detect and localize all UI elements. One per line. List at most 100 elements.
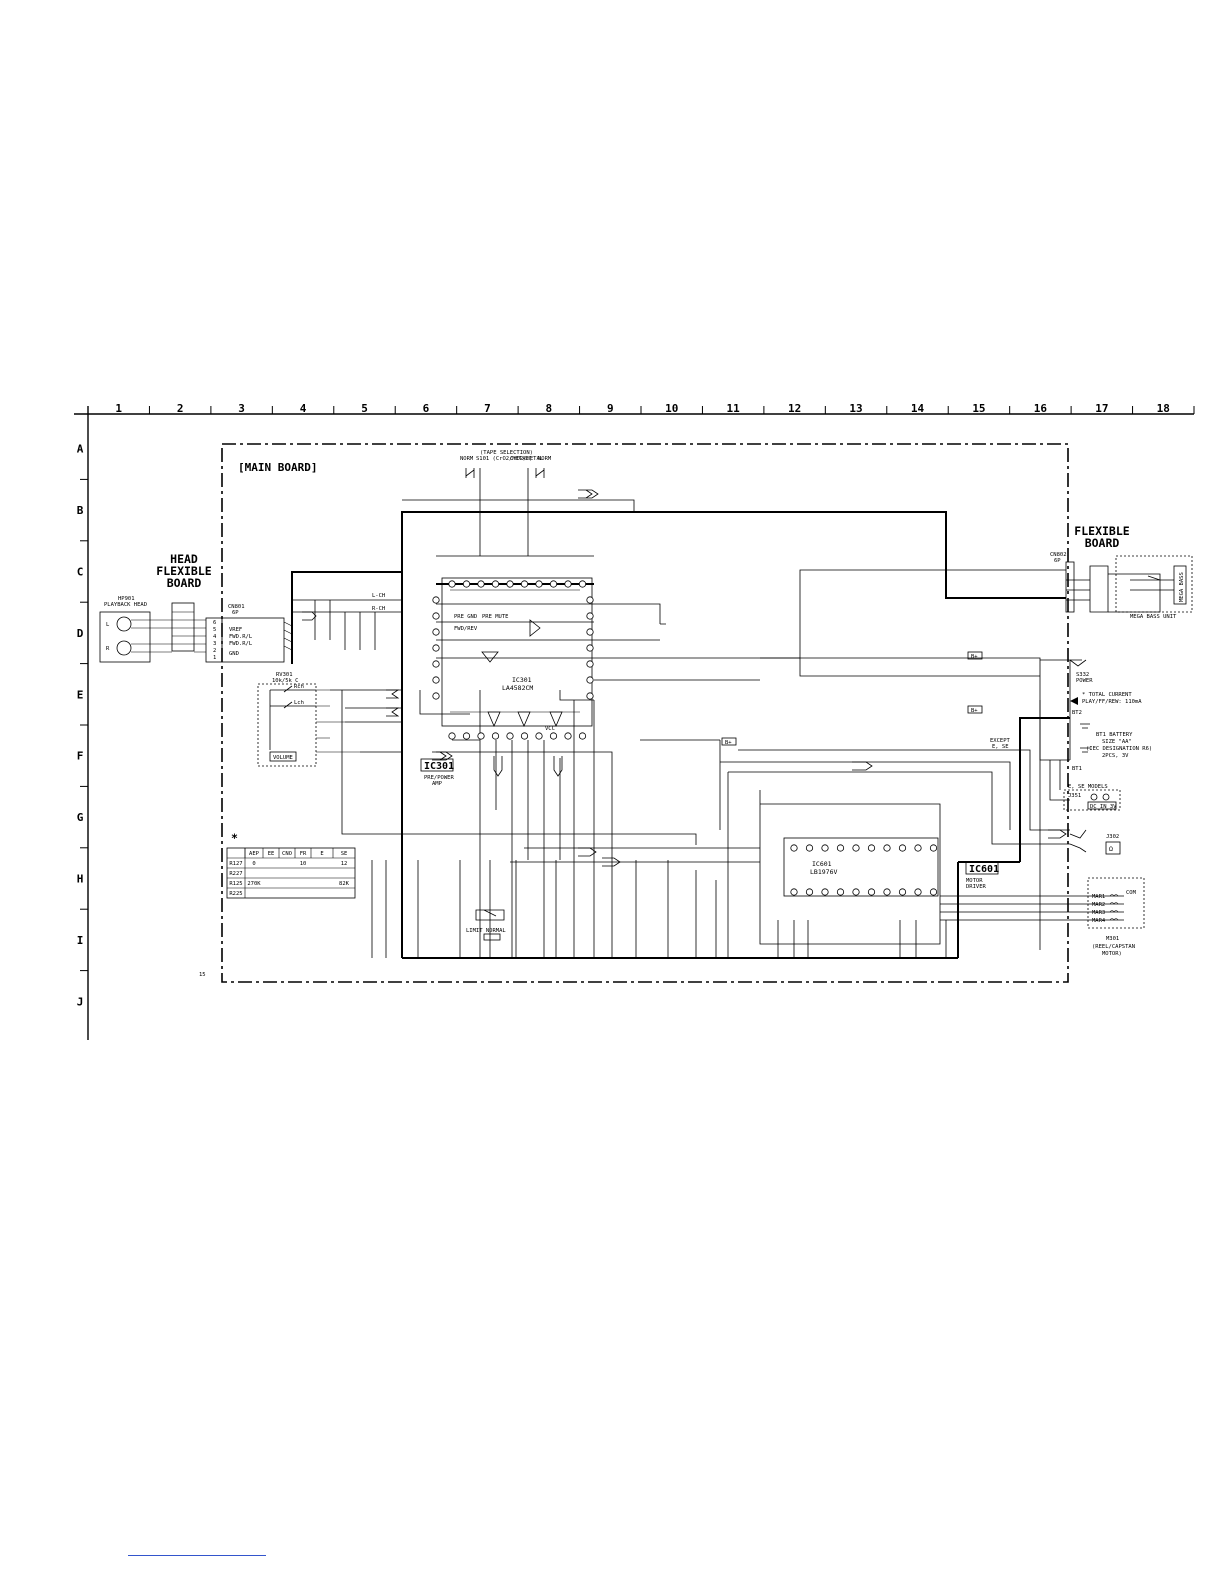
- ic-pin: [432, 692, 440, 700]
- ic-pin: [549, 732, 558, 740]
- motor-coil: [1109, 910, 1119, 913]
- m301-ref: M301: [1106, 936, 1119, 942]
- row-label-C: C: [77, 566, 84, 579]
- ic-pin: [790, 844, 798, 852]
- j302-label: J302: [1106, 834, 1119, 840]
- ic301-part-ref: IC301: [512, 676, 532, 684]
- e-se-models-label: E, SE MODELS: [1068, 784, 1108, 790]
- ic-pin: [586, 660, 594, 668]
- m301-desc-2: MOTOR): [1102, 951, 1122, 957]
- table-cell: 270K: [247, 881, 261, 887]
- battery-2: SIZE "AA": [1102, 739, 1132, 745]
- hp901-ref: HP901: [118, 596, 135, 602]
- table-star: *: [231, 831, 238, 845]
- row-label-E: E: [77, 688, 84, 701]
- row-label-J: J: [77, 995, 84, 1008]
- ic301-tag-vcc: VCC: [545, 726, 555, 732]
- column-label-14: 14: [911, 402, 925, 415]
- ic-pin: [520, 732, 529, 740]
- column-label-17: 17: [1095, 402, 1108, 415]
- l-ch-label: L-CH: [372, 593, 385, 599]
- b-plus-label-3: B+: [725, 740, 732, 746]
- s332-ref: S332: [1076, 672, 1089, 678]
- ic-pin: [432, 660, 440, 668]
- motor-pin-label: MAR3: [1092, 910, 1105, 916]
- table-cell: 10: [300, 861, 307, 867]
- column-label-8: 8: [546, 402, 553, 415]
- thin-wires: [292, 499, 1161, 958]
- table-cell: 12: [341, 861, 348, 867]
- head-flex-line-1: HEAD: [170, 552, 198, 566]
- bt1-label: BT1: [1072, 766, 1082, 772]
- row-label-D: D: [77, 627, 84, 640]
- ic301-tag-pregnd: PRE GND: [454, 614, 477, 620]
- ic-pin: [852, 844, 860, 852]
- ic301-tag-fwdrev: FWD/REV: [454, 626, 478, 632]
- ic-pin: [432, 676, 440, 684]
- table-header-cell: EE: [268, 851, 275, 857]
- cn801-pin-4: 4: [213, 634, 217, 640]
- ic-pin: [477, 580, 485, 588]
- mega-bass-unit-label: MEGA BASS UNIT: [1130, 614, 1177, 620]
- limit-normal-switch[interactable]: LIMIT NORMAL: [466, 909, 506, 941]
- battery-1: BT1 BATTERY: [1096, 732, 1133, 738]
- table-cell: R225: [229, 891, 242, 897]
- ic-pin: [929, 844, 938, 852]
- row-label-H: H: [77, 873, 84, 886]
- tape-selection-switch[interactable]: (TAPE SELECTION) NORM S101 (CrO2/METAL) …: [460, 450, 552, 556]
- motor-pin-label: MAR2: [1092, 902, 1105, 908]
- ic601-desc-2: DRIVER: [966, 884, 987, 890]
- ic301-label: IC301: [424, 761, 454, 772]
- column-label-18: 18: [1157, 402, 1170, 415]
- table-cell: 82K: [339, 881, 350, 887]
- rv301-rch: Rch: [294, 684, 304, 690]
- column-label-13: 13: [849, 402, 862, 415]
- table-cell: R127: [229, 861, 242, 867]
- cn801-net-vref: VREF: [229, 627, 242, 633]
- column-label-12: 12: [788, 402, 801, 415]
- main-board-title: [MAIN BOARD]: [238, 461, 317, 474]
- ic-pin: [477, 732, 485, 740]
- ic-pin: [520, 580, 529, 588]
- except-label-2: E, SE: [992, 744, 1009, 750]
- volume-rv301[interactable]: RV301 10k/5k C Rch Lch VOLUME: [257, 672, 360, 767]
- cn801-net-gnd: GND: [229, 651, 239, 657]
- rv301-value: 10k/5k C: [272, 678, 299, 684]
- r-ch-label: R-CH: [372, 606, 385, 612]
- ic-pin: [578, 580, 587, 588]
- dc-in-label: DC IN 3V: [1090, 804, 1117, 810]
- cn802-pins: 6P: [1054, 558, 1061, 564]
- limit-normal-label: LIMIT NORMAL: [466, 928, 506, 934]
- table-header-cell: SE: [341, 851, 348, 857]
- cn801-pin-5: 5: [213, 627, 216, 633]
- playback-head: HP901 PLAYBACK HEAD L R: [99, 596, 172, 663]
- ic-pin: [506, 732, 514, 740]
- ic-pin: [432, 596, 440, 604]
- power-section: B+ B+ B+ S332 POWER * TOTAL CURRENT PLAY…: [721, 651, 1152, 855]
- head-r-label: R: [106, 646, 110, 652]
- row-label-G: G: [77, 811, 84, 824]
- m301-desc-1: (REEL/CAPSTAN: [1092, 944, 1135, 950]
- ic-pin: [586, 596, 594, 604]
- tape-selection-norm-left: NORM: [460, 456, 474, 462]
- ic-pin: [821, 844, 829, 852]
- ic-pin: [549, 580, 558, 588]
- row-label-B: B: [77, 504, 84, 517]
- ic-pin: [883, 888, 891, 896]
- ic-pin: [564, 580, 572, 588]
- cn801-pin-3: 3: [213, 641, 216, 647]
- ic301-desc-2: AMP: [432, 781, 443, 787]
- ic-pin: [535, 580, 543, 588]
- ic301-block: IC301 LA4582CM PRE GND PRE MUTE FWD/REV …: [432, 577, 594, 740]
- ic-pin: [432, 644, 440, 652]
- ic-pin: [564, 732, 572, 740]
- ic-pin: [867, 844, 876, 852]
- column-label-1: 1: [115, 402, 122, 415]
- ic-pin: [578, 732, 587, 740]
- ic-pin: [462, 580, 471, 588]
- head-l-label: L: [106, 622, 110, 628]
- cn801-pin-1: 1: [213, 655, 216, 661]
- ic-pin: [836, 844, 845, 852]
- total-current-1: * TOTAL CURRENT: [1082, 692, 1132, 698]
